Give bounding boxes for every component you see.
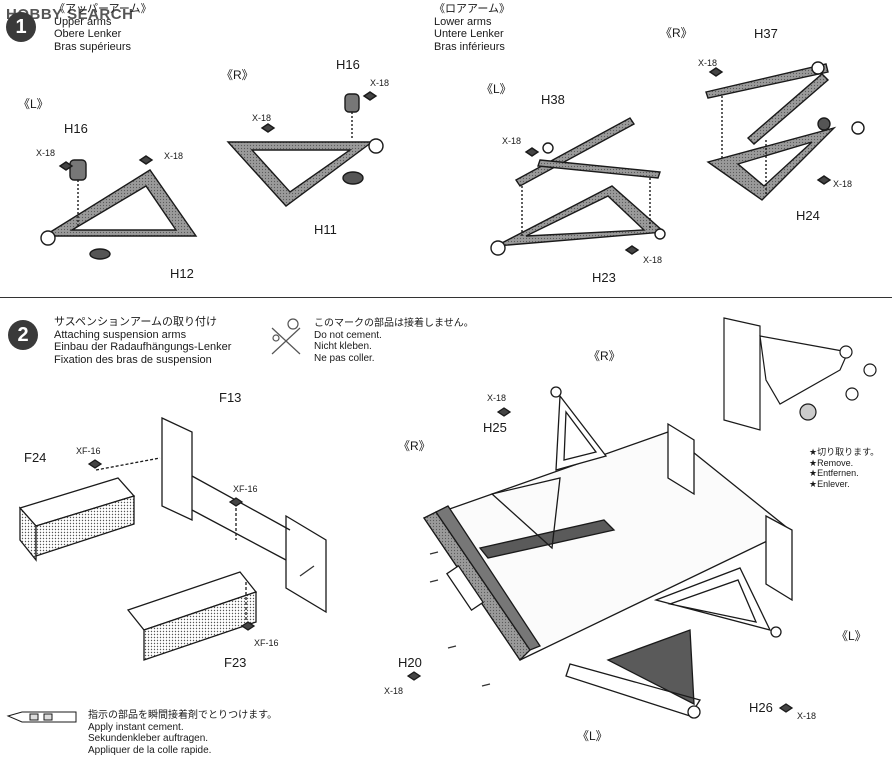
part-h12-arm [40,155,198,260]
screw-label: X-18 [164,151,184,161]
screw-label-x18: X-18 [797,711,817,721]
part-label-h26: H26 [749,700,773,715]
screw-label-xf16: XF-16 [233,484,258,494]
side-mark-right: 《R》 [221,68,254,82]
step-1-upper-title: 《アッパーアーム》 Upper arms Obere Lenker Bras s… [54,3,152,53]
screw-label-x18: X-18 [487,393,507,403]
step-2-title-jp: サスペンションアームの取り付け [54,316,218,328]
no-cement-fr: Ne pas coller. [314,352,375,364]
screw-label: X-18 [502,136,522,146]
upper-title-de: Obere Lenker [54,28,122,40]
step-1-lower-title: 《ロアアーム》 Lower arms Untere Lenker Bras in… [434,3,510,53]
screw-label: X-18 [36,148,56,158]
side-mark-right: 《R》 [398,439,431,453]
side-mark-left: 《L》 [481,82,512,96]
part-label-f13: F13 [219,390,242,405]
cement-tube-icon [6,711,77,723]
remove-note: ★切り取ります。 ★Remove. ★Entfernen. ★Enlever. [809,447,879,489]
side-mark-left: 《L》 [18,97,49,111]
screw-label-x18: X-18 [384,686,404,696]
lower-title-jp: 《ロアアーム》 [434,3,511,15]
part-label-h23: H23 [592,270,616,285]
part-h11-arm [226,91,384,207]
remove-inset [723,317,877,431]
cement-note: 指示の部品を瞬間接着剤でとりつけます。 Apply instant cement… [88,710,277,756]
part-label-h37: H37 [754,26,778,41]
side-mark-right: 《R》 [660,26,693,40]
part-label-h16: H16 [64,121,88,136]
screw-label-xf16: XF-16 [254,638,279,648]
step-2-number: 2 [8,320,38,350]
remove-note-jp: ★切り取ります。 [809,447,880,457]
lower-title-en: Lower arms [434,15,492,28]
side-mark-right: 《R》 [588,349,621,363]
no-cement-note: このマークの部品は接着しません。 Do not cement. Nicht kl… [314,318,474,364]
screw-label: X-18 [370,78,390,88]
upper-title-en: Upper arms [54,15,112,28]
part-label-h16: H16 [336,57,360,72]
cement-note-jp: 指示の部品を瞬間接着剤でとりつけます。 [88,710,278,721]
step-2-title: サスペンションアームの取り付け Attaching suspension arm… [54,316,231,366]
screw-label: X-18 [252,113,272,123]
step-1-number: 1 [6,12,36,42]
chassis-assembly [406,386,794,719]
step-divider [0,297,892,298]
screw-label: X-18 [643,255,663,265]
upper-title-jp: 《アッパーアーム》 [54,3,152,15]
cement-note-en: Apply instant cement. [88,721,184,733]
part-label-h12: H12 [170,266,194,281]
step-2-title-fr: Fixation des bras de suspension [54,353,212,366]
part-label-h25: H25 [483,420,507,435]
lower-title-fr: Bras inférieurs [434,40,505,53]
part-h37-h24-arm [705,61,865,201]
step-2-title-de: Einbau der Radaufhängungs-Lenker [54,341,232,353]
remove-note-en: ★Remove. [809,457,854,468]
side-mark-left: 《L》 [836,629,867,643]
screw-label: X-18 [698,58,718,68]
side-mark-left: 《L》 [577,729,608,743]
cement-note-de: Sekundenkleber auftragen. [88,733,209,744]
remove-note-de: ★Entfernen. [809,468,859,478]
part-h38-h23-arm [490,117,666,256]
part-label-h20: H20 [398,655,422,670]
watermark-text: HOBBY SEARCH [6,6,134,23]
remove-note-fr: ★Enlever. [809,478,850,489]
no-cement-en: Do not cement. [314,329,382,341]
part-label-f24: F24 [24,450,47,465]
no-cement-de: Nicht kleben. [314,341,372,352]
screw-label-xf16: XF-16 [76,446,101,456]
upper-title-fr: Bras supérieurs [54,40,132,53]
cement-note-fr: Appliquer de la colle rapide. [88,744,212,756]
no-cement-jp: このマークの部品は接着しません。 [314,318,474,329]
part-label-h38: H38 [541,92,565,107]
lower-title-de: Untere Lenker [434,28,504,40]
part-f13-f24-f23-assembly [18,416,327,661]
no-cement-mark [271,318,301,355]
step-2-title-en: Attaching suspension arms [54,328,187,341]
part-label-f23: F23 [224,655,247,670]
screw-label: X-18 [833,179,853,189]
part-label-h11: H11 [314,222,337,237]
part-label-h24: H24 [796,208,820,223]
